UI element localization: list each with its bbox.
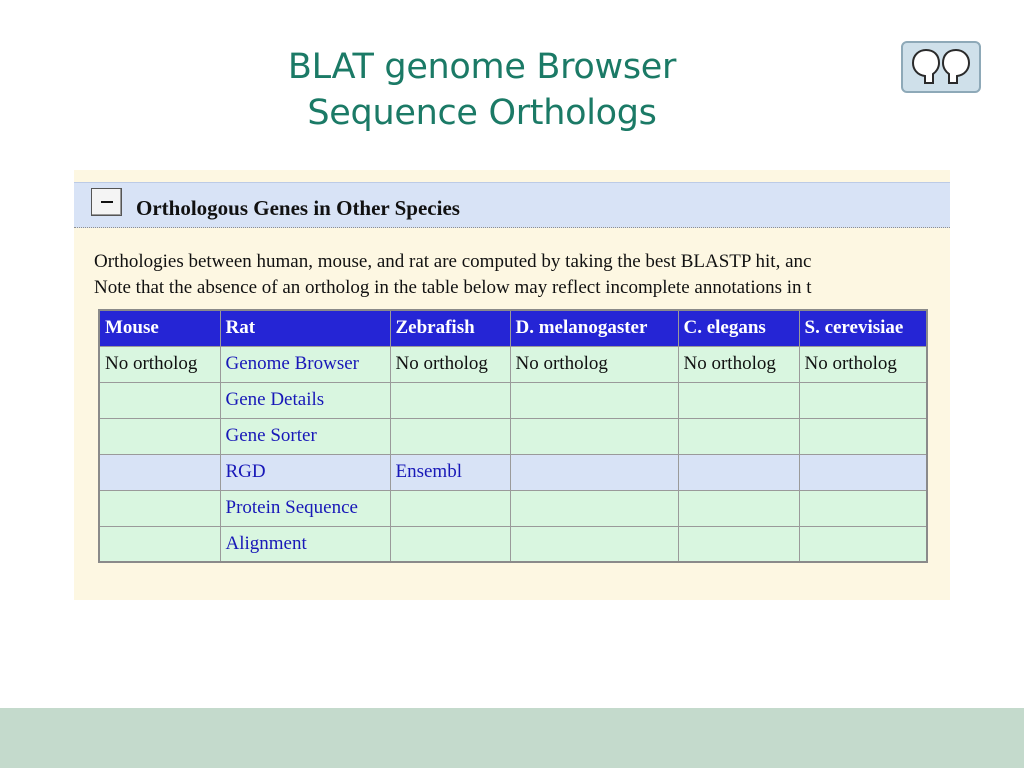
table-cell (98, 489, 221, 527)
table-cell (389, 525, 511, 563)
table-row: Gene Details (98, 381, 928, 419)
table-cell (677, 453, 800, 491)
two-heads-icon (901, 41, 981, 93)
table-cell (509, 489, 679, 527)
table-cell (509, 453, 679, 491)
table-cell (798, 525, 928, 563)
footer-band (0, 708, 1024, 768)
alignment-link[interactable]: Alignment (225, 532, 307, 554)
slide-title-line-1: BLAT genome Browser (287, 47, 677, 87)
column-header-zebrafish: Zebrafish (389, 309, 511, 347)
table-cell (389, 489, 511, 527)
table-cell (798, 453, 928, 491)
table-cell (677, 417, 800, 455)
collapse-button[interactable] (91, 188, 122, 216)
genome-browser-link[interactable]: Genome Browser (225, 353, 360, 374)
table-cell (677, 489, 800, 527)
table-cell: Genome Browser (219, 345, 391, 383)
table-cell: No ortholog (509, 345, 679, 383)
column-header-s-cerevisiae: S. cerevisiae (798, 309, 928, 347)
table-cell (389, 417, 511, 455)
column-header-rat: Rat (219, 309, 391, 347)
table-cell (677, 525, 800, 563)
table-cell: RGD (219, 453, 391, 491)
intro-line-2: Note that the absence of an ortholog in … (94, 277, 812, 298)
table-cell (798, 489, 928, 527)
table-cell (798, 417, 928, 455)
column-header-c-elegans: C. elegans (677, 309, 800, 347)
table-header-row: Mouse Rat Zebrafish D. melanogaster C. e… (98, 309, 928, 347)
table-cell (98, 525, 221, 563)
table-cell (677, 381, 800, 419)
table-cell: No ortholog (98, 345, 221, 383)
table-cell (389, 381, 511, 419)
orthologs-table: Mouse Rat Zebrafish D. melanogaster C. e… (98, 309, 928, 563)
column-header-mouse: Mouse (98, 309, 221, 347)
slide-title: BLAT genome Browser Sequence Orthologs (212, 44, 752, 136)
section-title: Orthologous Genes in Other Species (136, 196, 460, 220)
slide-title-line-2: Sequence Orthologs (307, 93, 657, 133)
table-cell: Ensembl (389, 453, 511, 491)
table-row: Alignment (98, 525, 928, 563)
table-cell: Protein Sequence (219, 489, 391, 527)
table-cell (798, 381, 928, 419)
intro-line-1: Orthologies between human, mouse, and ra… (94, 251, 812, 272)
protein-sequence-link[interactable]: Protein Sequence (225, 497, 358, 518)
table-cell (98, 381, 221, 419)
table-cell (509, 525, 679, 563)
table-cell: Alignment (219, 525, 391, 563)
table-row: No ortholog Genome Browser No ortholog N… (98, 345, 928, 383)
table-cell (509, 381, 679, 419)
table-cell: Gene Details (219, 381, 391, 419)
browser-screenshot: Orthologous Genes in Other Species Ortho… (74, 170, 950, 600)
table-cell: No ortholog (798, 345, 928, 383)
table-cell: Gene Sorter (219, 417, 391, 455)
table-row: RGD Ensembl (98, 453, 928, 491)
table-row: Gene Sorter (98, 417, 928, 455)
rgd-link[interactable]: RGD (225, 461, 266, 482)
section-header: Orthologous Genes in Other Species (74, 182, 950, 228)
column-header-d-melanogaster: D. melanogaster (509, 309, 679, 347)
gene-sorter-link[interactable]: Gene Sorter (225, 425, 317, 446)
table-row: Protein Sequence (98, 489, 928, 527)
table-cell (509, 417, 679, 455)
table-cell: No ortholog (389, 345, 511, 383)
table-cell: No ortholog (677, 345, 800, 383)
ensembl-link[interactable]: Ensembl (395, 461, 463, 482)
gene-details-link[interactable]: Gene Details (225, 389, 325, 410)
table-cell (98, 417, 221, 455)
intro-text: Orthologies between human, mouse, and ra… (94, 249, 950, 301)
table-cell (98, 453, 221, 491)
